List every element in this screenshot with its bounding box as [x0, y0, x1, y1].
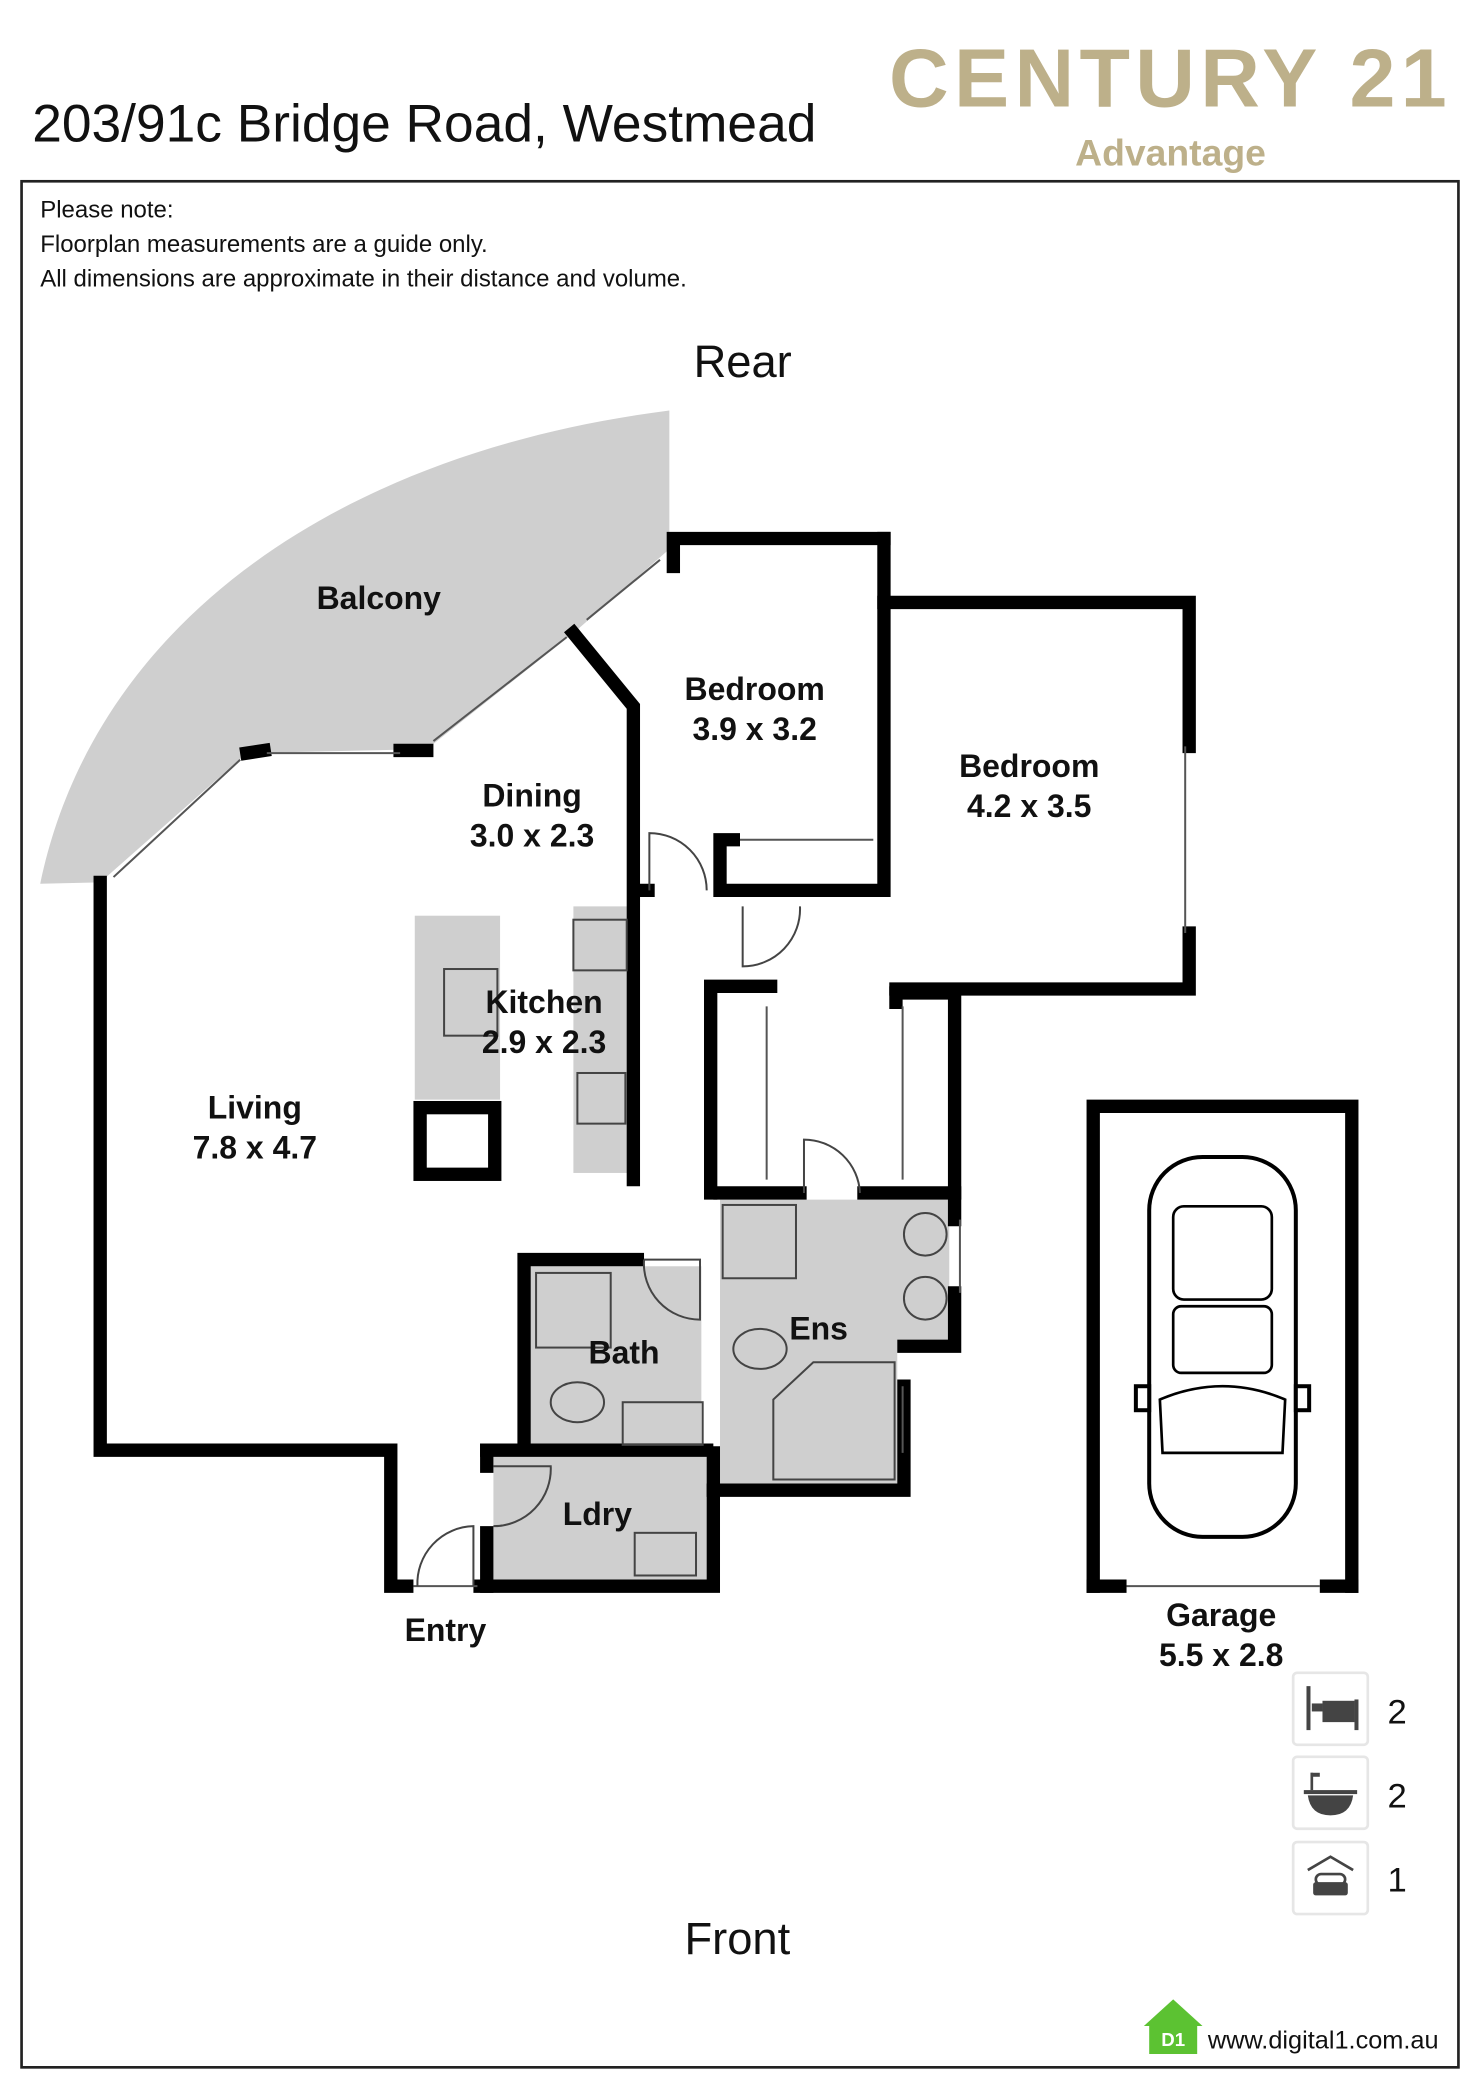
ldry-label: Ldry: [563, 1496, 632, 1532]
bath-label: Bath: [589, 1335, 660, 1371]
entry-label: Entry: [405, 1612, 487, 1648]
kitchen-size: 2.9 x 2.3: [482, 1024, 606, 1060]
ens-label: Ens: [789, 1311, 848, 1347]
bathroom-count: 2: [1387, 1777, 1406, 1815]
bedroom2-size: 4.2 x 3.5: [967, 788, 1091, 824]
ens-floor: [720, 1199, 950, 1484]
doors: [416, 832, 861, 1587]
fixtures: [443, 918, 948, 1577]
kitchen-island: [414, 915, 501, 1100]
logo-brand: CENTURY 21: [889, 32, 1452, 125]
living-label: Living: [208, 1089, 302, 1125]
feature-bedrooms: 2: [1291, 1671, 1407, 1747]
note-line-1: Floorplan measurements are a guide only.: [40, 231, 488, 258]
note-line-2: All dimensions are approximate in their …: [40, 266, 687, 293]
garage: [1086, 1099, 1359, 1593]
bedroom1-label: Bedroom: [684, 671, 824, 707]
dining-label: Dining: [482, 777, 581, 813]
garage-car-icon: [1307, 1855, 1354, 1896]
footer-website: www.digital1.com.au: [1207, 2027, 1439, 2055]
bath-floor: [530, 1266, 702, 1445]
fridge-cavity: [413, 1100, 502, 1181]
rear-label: Rear: [694, 336, 792, 387]
bedroom-count: 2: [1387, 1693, 1406, 1731]
digital1-logo: D1: [1143, 1999, 1203, 2055]
windows: [112, 559, 1320, 1588]
bed-icon: [1306, 1686, 1359, 1731]
garage-count: 1: [1387, 1861, 1406, 1899]
balcony-area: [40, 410, 670, 884]
bedroom2-label: Bedroom: [959, 748, 1099, 784]
footer-logo-text: D1: [1161, 2029, 1185, 2050]
balcony-label: Balcony: [317, 580, 442, 616]
dining-size: 3.0 x 2.3: [470, 817, 594, 853]
note-title: Please note:: [40, 196, 173, 223]
garage-label: Garage: [1166, 1597, 1276, 1633]
kitchen-label: Kitchen: [485, 984, 602, 1020]
plan-border: [20, 179, 1460, 2069]
car-icon: [1133, 1154, 1312, 1539]
bedroom1-size: 3.9 x 3.2: [692, 711, 816, 747]
walls: [93, 531, 1196, 1593]
feature-garage: 1: [1291, 1840, 1407, 1916]
garage-size: 5.5 x 2.8: [1159, 1637, 1283, 1673]
feature-bathrooms: 2: [1291, 1755, 1407, 1831]
ldry-floor: [493, 1456, 707, 1580]
property-address: 203/91c Bridge Road, Westmead: [32, 94, 816, 153]
century21-logo: CENTURY 21 Advantage: [889, 32, 1452, 174]
front-label: Front: [684, 1913, 790, 1964]
logo-sub: Advantage: [1075, 131, 1266, 173]
kitchen-bench: [573, 906, 630, 1173]
living-size: 7.8 x 4.7: [193, 1129, 317, 1165]
bath-icon: [1303, 1772, 1358, 1816]
